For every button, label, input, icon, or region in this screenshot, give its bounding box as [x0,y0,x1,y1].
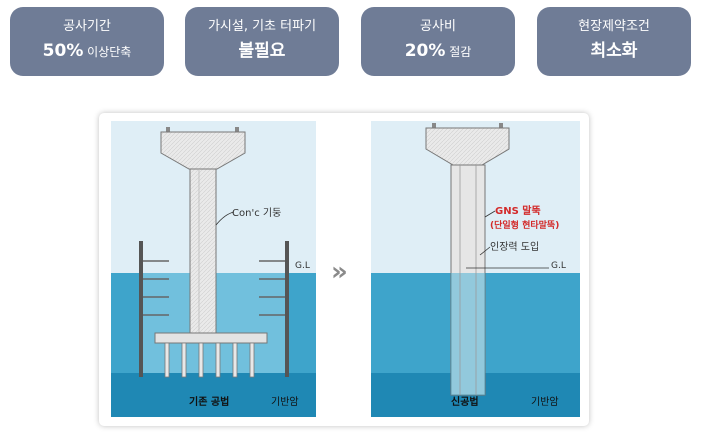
gns-pile-label: GNS 말뚝 [495,205,541,217]
badge-title: 현장제약조건 [578,19,650,34]
badge-suffix: 이상단축 [83,45,132,59]
badge-value: 최소화 [590,41,638,61]
badge-value: 20% [404,41,446,61]
benefit-badge-construction-cost: 공사비 20% 절감 [361,7,515,76]
comparison-diagram: Con'c 기둥 G.L 기존 공법 기반암 » GNS 말뚝 (단일형 현타말… [111,121,580,417]
gns-pile-sublabel: (단일형 현타말뚝) [490,219,559,231]
ground-level-label: G.L [295,261,310,271]
spread-footing [154,332,268,344]
badge-title: 공사비 [420,19,456,34]
tension-label: 인장력 도입 [490,240,539,253]
bedrock-layer [111,373,316,417]
existing-method-panel: Con'c 기둥 G.L 기존 공법 기반암 [111,121,316,417]
bedrock-label: 기반암 [271,396,299,408]
pier-cap [160,131,246,170]
badge-value: 50% [42,41,84,61]
benefit-badge-temporary-works: 가시설, 기초 터파기 불필요 [185,7,339,76]
retaining-wall-left [139,241,143,377]
badge-title: 가시설, 기초 터파기 [207,19,317,34]
bedrock-label: 기반암 [531,396,559,408]
strut-supports [143,260,285,316]
transition-arrow: » [331,257,348,287]
group-piles [164,342,255,378]
benefit-badge-site-constraints: 현장제약조건 최소화 [537,7,691,76]
existing-method-label: 기존 공법 [189,395,229,408]
comparison-diagram-frame: Con'c 기둥 G.L 기존 공법 기반암 » GNS 말뚝 (단일형 현타말… [99,113,589,426]
new-method-panel: GNS 말뚝 (단일형 현타말뚝) 인장력 도입 G.L 신공법 기반암 [371,121,580,417]
ground-level-label: G.L [551,261,566,271]
badge-value: 불필요 [238,41,286,61]
new-method-label: 신공법 [451,395,479,408]
benefit-badge-construction-period: 공사기간 50% 이상단축 [10,7,164,76]
badge-title: 공사기간 [63,19,111,34]
retaining-wall-right [285,241,289,377]
badge-suffix: 절감 [445,45,472,59]
column-label: Con'c 기둥 [232,207,281,219]
concrete-column [189,168,217,334]
